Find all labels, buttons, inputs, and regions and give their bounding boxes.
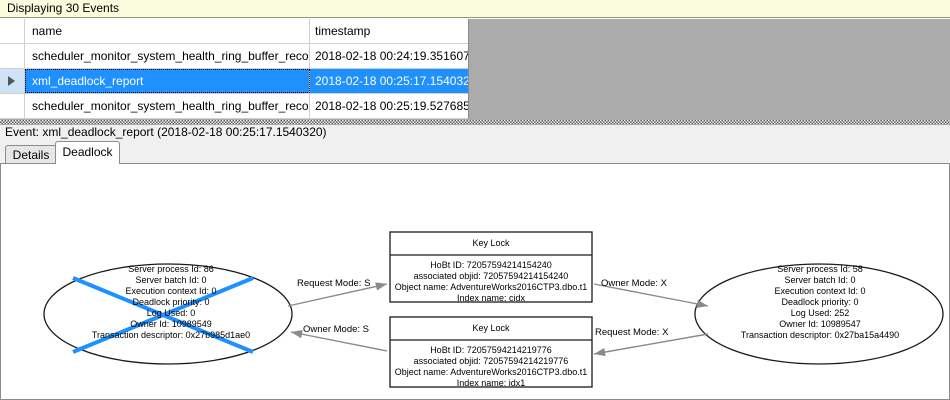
top-key-lock-line: Object name: AdventureWorks2016CTP3.dbo.… — [394, 282, 588, 292]
edge-label-left-request-top: Request Mode: S — [297, 278, 371, 289]
left-process-ellipse — [43, 263, 293, 365]
top-key-lock-line: associated objid: 72057594214154240 — [413, 271, 569, 281]
bottom-key-lock-line: HoBt ID: 72057594214219776 — [430, 345, 552, 355]
edge-label-right-request-bottom: Request Mode: X — [595, 327, 669, 338]
top-key-lock-line: HoBt ID: 72057594214154240 — [430, 260, 552, 270]
horizontal-splitter[interactable] — [0, 120, 950, 125]
column-header-timestamp[interactable]: timestamp — [310, 19, 468, 43]
row-arrow-icon — [8, 76, 15, 86]
top-key-lock-body: HoBt ID: 72057594214154240 associated ob… — [390, 260, 592, 304]
top-key-lock-title: Key Lock — [472, 238, 510, 248]
row-selector-cell[interactable] — [0, 69, 25, 93]
cell-event-timestamp[interactable]: 2018-02-18 00:25:17.1540320 — [310, 69, 468, 93]
event-detail-header: Event: xml_deadlock_report (2018-02-18 0… — [0, 125, 950, 141]
cell-event-name[interactable]: xml_deadlock_report — [25, 69, 310, 93]
cell-event-name[interactable]: scheduler_monitor_system_health_ring_buf… — [25, 94, 310, 118]
table-row[interactable]: scheduler_monitor_system_health_ring_buf… — [0, 94, 468, 119]
deadlock-graph-svg — [43, 231, 944, 388]
bottom-key-lock-line: associated objid: 72057594214219776 — [413, 356, 569, 366]
edge-label-bottom-owner-left: Owner Mode: S — [303, 324, 369, 335]
edge-top-owner-right — [593, 283, 709, 309]
events-grid[interactable]: name timestamp scheduler_monitor_system_… — [0, 19, 469, 119]
bottom-key-lock-line: Object name: AdventureWorks2016CTP3.dbo.… — [394, 367, 588, 377]
events-grid-area: name timestamp scheduler_monitor_system_… — [0, 19, 950, 120]
row-selector-cell[interactable] — [0, 94, 25, 118]
grid-header-selector-cell — [0, 19, 25, 43]
edge-bottom-owner-left — [290, 330, 388, 352]
table-row[interactable]: scheduler_monitor_system_health_ring_buf… — [0, 44, 468, 69]
tabstrip-underline — [0, 163, 950, 164]
tab-deadlock[interactable]: Deadlock — [55, 141, 120, 164]
bottom-key-lock-title: Key Lock — [472, 323, 510, 333]
top-key-lock-line: Index name: cidx — [456, 293, 526, 303]
bottom-key-lock-box — [389, 316, 593, 388]
cell-event-timestamp[interactable]: 2018-02-18 00:24:19.3516078 — [310, 44, 468, 68]
bottom-key-lock-line: Index name: idx1 — [456, 378, 526, 388]
detail-tabstrip: Details Deadlock — [0, 141, 950, 164]
table-row-selected[interactable]: xml_deadlock_report 2018-02-18 00:25:17.… — [0, 69, 468, 94]
top-key-lock-box — [389, 231, 593, 303]
tab-details[interactable]: Details — [5, 145, 57, 164]
displaying-events-banner: Displaying 30 Events — [0, 0, 950, 18]
grid-header-row: name timestamp — [0, 19, 468, 44]
edge-label-top-owner-right: Owner Mode: X — [601, 278, 667, 289]
column-header-name[interactable]: name — [25, 19, 310, 43]
edge-left-request-top — [287, 282, 388, 307]
deadlock-graph-canvas[interactable]: Server process Id: 86 Server batch Id: 0… — [0, 164, 950, 400]
cell-event-timestamp[interactable]: 2018-02-18 00:25:19.5276859 — [310, 94, 468, 118]
right-process-ellipse — [694, 263, 944, 365]
bottom-key-lock-body: HoBt ID: 72057594214219776 associated ob… — [390, 345, 592, 389]
deadlock-diagram: Server process Id: 86 Server batch Id: 0… — [1, 164, 949, 398]
victim-cross-icon — [72, 276, 254, 354]
row-selector-cell[interactable] — [0, 44, 25, 68]
edge-right-request-bottom — [593, 333, 709, 357]
cell-event-name[interactable]: scheduler_monitor_system_health_ring_buf… — [25, 44, 310, 68]
active-tab-underline-cover — [56, 163, 119, 165]
